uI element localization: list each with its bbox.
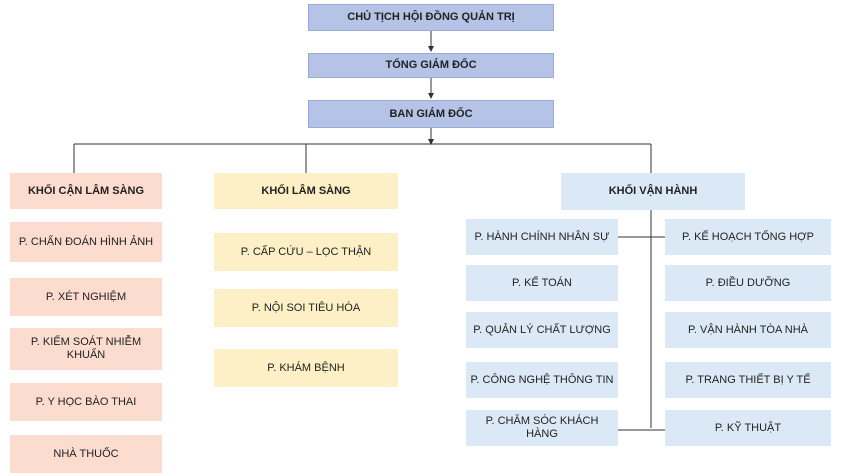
operations-item-right: P. VẬN HÀNH TÒA NHÀ: [665, 312, 831, 348]
paraclinical-item: P. CHẨN ĐOÁN HÌNH ẢNH: [10, 222, 162, 262]
clinical-item: P. CẤP CỨU – LỌC THẬN: [214, 233, 398, 271]
operations-item-right: P. KẾ HOẠCH TỔNG HỢP: [665, 219, 831, 255]
operations-item-right: P. KỸ THUẬT: [665, 410, 831, 446]
paraclinical-item: P. XÉT NGHIỆM: [10, 278, 162, 316]
paraclinical-item-label: P. Y HỌC BÀO THAI: [35, 395, 137, 408]
paraclinical-header: KHỐI CẬN LÂM SÀNG: [10, 173, 162, 209]
operations-item-label: P. ĐIỀU DƯỠNG: [705, 276, 791, 289]
operations-header: KHỐI VẬN HÀNH: [561, 173, 745, 210]
operations-item-label: P. HÀNH CHÍNH NHÂN SỰ: [474, 230, 610, 243]
operations-item-left: P. QUẢN LÝ CHẤT LƯỢNG: [466, 312, 618, 348]
operations-item-label: P. QUẢN LÝ CHẤT LƯỢNG: [473, 323, 611, 336]
paraclinical-item: P. KIỂM SOÁT NHIỄM KHUẨN: [10, 328, 162, 370]
paraclinical-item-label: NHÀ THUỐC: [53, 447, 119, 460]
operations-item-label: P. KỸ THUẬT: [714, 421, 782, 434]
operations-item-right: P. TRANG THIẾT BỊ Y TẾ: [665, 362, 831, 398]
clinical-item-label: P. NỘI SOI TIÊU HÓA: [251, 301, 361, 314]
operations-item-label: P. TRANG THIẾT BỊ Y TẾ: [685, 373, 811, 386]
operations-title: KHỐI VẬN HÀNH: [608, 185, 698, 197]
clinical-title: KHỐI LÂM SÀNG: [261, 184, 351, 197]
paraclinical-item: NHÀ THUỐC: [10, 435, 162, 473]
paraclinical-item-label: P. CHẨN ĐOÁN HÌNH ẢNH: [18, 235, 154, 248]
chairman-box: CHỦ TỊCH HỘI ĐỒNG QUẢN TRỊ: [308, 4, 554, 31]
ceo-box: TỔNG GIÁM ĐỐC: [308, 53, 554, 78]
paraclinical-title: KHỐI CẬN LÂM SÀNG: [27, 184, 145, 197]
operations-item-label: P. KẾ TOÁN: [512, 276, 572, 289]
clinical-item-label: P. CẤP CỨU – LỌC THẬN: [240, 245, 372, 258]
operations-item-left: P. HÀNH CHÍNH NHÂN SỰ: [466, 219, 618, 255]
operations-item-left: P. CÔNG NGHỆ THÔNG TIN: [466, 362, 618, 398]
chairman-label: CHỦ TỊCH HỘI ĐỒNG QUẢN TRỊ: [347, 11, 515, 23]
operations-item-left: P. CHĂM SÓC KHÁCH HÀNG: [466, 410, 618, 446]
clinical-header: KHỐI LÂM SÀNG: [214, 173, 398, 209]
paraclinical-item-label: P. XÉT NGHIỆM: [45, 290, 127, 303]
operations-item-label: P. CHĂM SÓC KHÁCH HÀNG: [485, 415, 599, 440]
paraclinical-item: P. Y HỌC BÀO THAI: [10, 383, 162, 421]
board-label: BAN GIÁM ĐỐC: [389, 107, 473, 120]
clinical-item: P. NỘI SOI TIÊU HÓA: [214, 289, 398, 327]
clinical-item-label: P. KHÁM BỆNH: [267, 361, 345, 374]
operations-item-right: P. ĐIỀU DƯỠNG: [665, 265, 831, 301]
operations-item-left: P. KẾ TOÁN: [466, 265, 618, 301]
paraclinical-item-label: P. KIỂM SOÁT NHIỄM KHUẨN: [30, 336, 142, 361]
operations-item-label: P. CÔNG NGHỆ THÔNG TIN: [470, 373, 614, 386]
board-box: BAN GIÁM ĐỐC: [308, 100, 554, 128]
operations-item-label: P. KẾ HOẠCH TỔNG HỢP: [682, 230, 814, 243]
ceo-label: TỔNG GIÁM ĐỐC: [385, 59, 477, 71]
operations-item-label: P. VẬN HÀNH TÒA NHÀ: [687, 323, 809, 336]
clinical-item: P. KHÁM BỆNH: [214, 349, 398, 387]
